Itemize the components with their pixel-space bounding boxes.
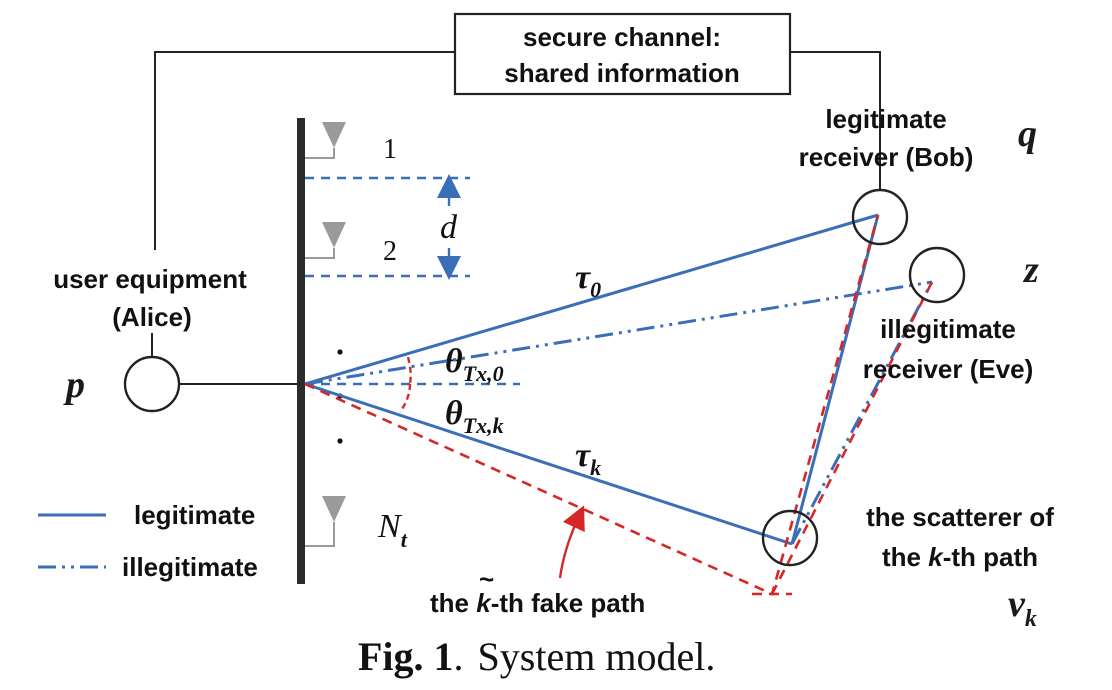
channel-link-bob <box>790 51 881 190</box>
alice-circle <box>123 355 181 413</box>
ellipsis-dot-1 <box>337 349 343 355</box>
antenna-1-icon <box>322 122 346 148</box>
secure-channel-box <box>453 12 792 96</box>
caption-text: Fig. 1.System model. <box>358 634 715 679</box>
antenna-1 <box>305 122 346 159</box>
antenna-nt-label: Nt <box>377 508 408 552</box>
fake-path-to-eve <box>770 281 934 595</box>
legend-legitimate-label: legitimate <box>134 500 255 530</box>
bob-label-line2: receiver (Bob) <box>799 142 974 172</box>
alice-position-symbol: p <box>63 364 85 406</box>
angle-arc-thetak <box>399 383 412 413</box>
bob-position-symbol: q <box>1018 113 1037 155</box>
bob-circle <box>851 188 909 246</box>
ellipsis-dot-3 <box>337 438 343 444</box>
alice-label-line2: (Alice) <box>112 302 191 332</box>
fake-path-label: the k-th fake path <box>430 588 645 618</box>
alice-label-line1: user equipment <box>53 264 247 294</box>
eve-label-line1: illegitimate <box>880 314 1016 344</box>
angle-arc-theta0 <box>406 356 412 385</box>
antenna-1-label: 1 <box>383 134 397 165</box>
los-path-to-bob <box>304 213 879 386</box>
array-bar <box>297 118 305 584</box>
scatterer-to-bob <box>790 214 880 545</box>
eve-circle <box>908 246 966 304</box>
scatterer-node: the scatterer of the k-th path vk <box>761 502 1054 632</box>
scatterer-label-line1: the scatterer of <box>866 502 1054 532</box>
shared-information-label: shared information <box>504 58 739 88</box>
path-to-scatterer <box>304 382 793 546</box>
scatterer-to-eve <box>790 281 934 545</box>
spacing-label: d <box>440 209 458 246</box>
bob-label-line1: legitimate <box>825 104 946 134</box>
scatterer-circle <box>761 509 819 567</box>
secure-channel-label: secure channel: <box>523 22 721 52</box>
antenna-nt <box>305 496 346 547</box>
legend-illegitimate-label: illegitimate <box>122 552 258 582</box>
theta-0-label: θTx,0 <box>445 343 504 386</box>
fake-path-pointer-arrow <box>558 505 585 579</box>
scatterer-label-line2: the k-th path <box>882 542 1038 572</box>
eve-node: z illegitimate receiver (Eve) <box>863 246 1039 384</box>
alice-node: user equipment (Alice) p <box>53 264 305 413</box>
legend: legitimate illegitimate <box>38 500 258 582</box>
antenna-array: 1 2 Nt d <box>297 118 470 584</box>
antenna-2-icon <box>322 222 346 248</box>
secure-channel: secure channel: shared information <box>154 12 881 250</box>
antenna-2 <box>305 222 346 259</box>
fake-path-tilde: ~ <box>479 564 494 594</box>
antenna-2-label: 2 <box>383 236 397 267</box>
figure-caption: Fig. 1.System model. <box>358 634 715 679</box>
channel-link-alice <box>154 51 455 250</box>
los-path-to-eve <box>304 280 933 386</box>
tau-k-label: τk <box>575 437 601 480</box>
theta-k-label: θTx,k <box>445 395 504 438</box>
bob-node: legitimate receiver (Bob) q <box>799 104 1037 246</box>
tau-0-label: τ0 <box>575 259 601 302</box>
antenna-nt-icon <box>322 496 346 522</box>
eve-position-symbol: z <box>1022 249 1039 291</box>
scatterer-position-symbol: vk <box>1008 583 1037 632</box>
eve-label-line2: receiver (Eve) <box>863 354 1034 384</box>
